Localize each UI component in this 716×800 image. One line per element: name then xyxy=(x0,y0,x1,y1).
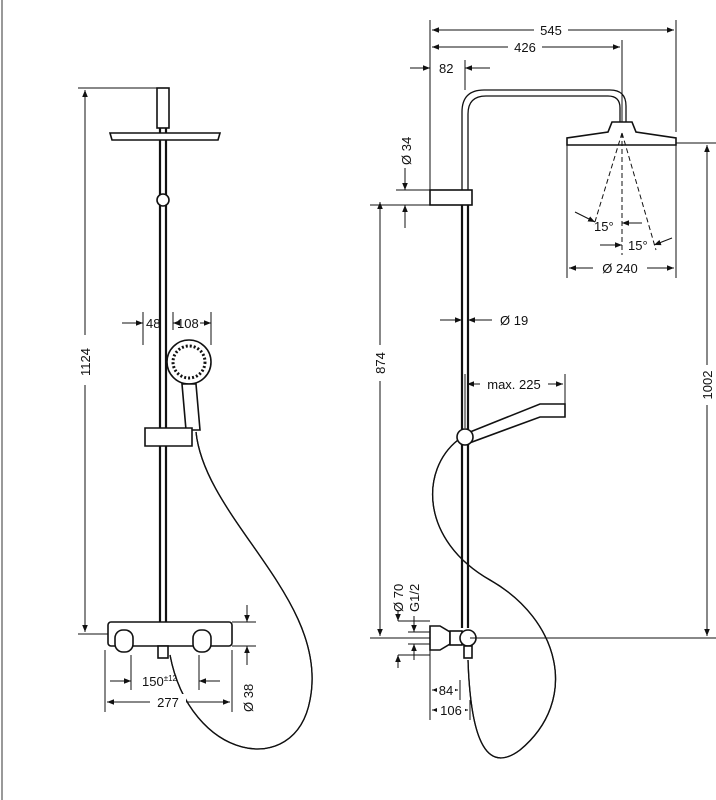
dim-545: 545 xyxy=(540,23,562,38)
left-hand-shower xyxy=(144,339,212,447)
dim-277: 277 xyxy=(157,695,179,710)
dim-1124: 1124 xyxy=(78,348,93,376)
left-ball-joint xyxy=(156,193,170,207)
left-rod xyxy=(156,87,170,625)
dim-max-225: max. 225 xyxy=(487,377,540,392)
right-slider xyxy=(429,189,473,206)
dim-diameter-240: Ø 240 xyxy=(602,261,637,276)
dim-82: 82 xyxy=(439,61,453,76)
dim-48: 48 xyxy=(146,316,160,331)
left-view: 1124 48 108 150±12 277 Ø 38 xyxy=(77,87,313,750)
dim-diameter-19: Ø 19 xyxy=(500,313,528,328)
dim-874: 874 xyxy=(373,352,388,374)
dim-150: 150 xyxy=(142,674,164,689)
right-view: 545 426 82 Ø 34 874 Ø 19 15° 15° Ø 240 1… xyxy=(370,20,716,759)
right-hand-shower xyxy=(456,403,566,446)
right-rod xyxy=(460,205,470,628)
dim-diameter-70: Ø 70 xyxy=(391,584,406,612)
dim-1002: 1002 xyxy=(700,371,715,400)
left-mixer xyxy=(107,621,233,659)
right-connector xyxy=(429,625,477,659)
dim-diameter-38: Ø 38 xyxy=(241,684,256,712)
dim-diameter-34: Ø 34 xyxy=(399,137,414,165)
right-shower-arm xyxy=(461,89,627,190)
dim-angle-left: 15° xyxy=(594,219,614,234)
dim-150-tolerance: ±12 xyxy=(164,674,178,683)
dim-84: 84 xyxy=(439,683,453,698)
dim-108: 108 xyxy=(177,316,199,331)
dim-106: 106 xyxy=(440,703,462,718)
svg-text:150±12: 150±12 xyxy=(142,674,178,689)
left-overhead-head xyxy=(108,132,222,141)
dim-thread: G1/2 xyxy=(407,584,422,612)
dim-426: 426 xyxy=(514,40,536,55)
right-spray-lines xyxy=(593,132,657,255)
dim-angle-right: 15° xyxy=(628,238,648,253)
